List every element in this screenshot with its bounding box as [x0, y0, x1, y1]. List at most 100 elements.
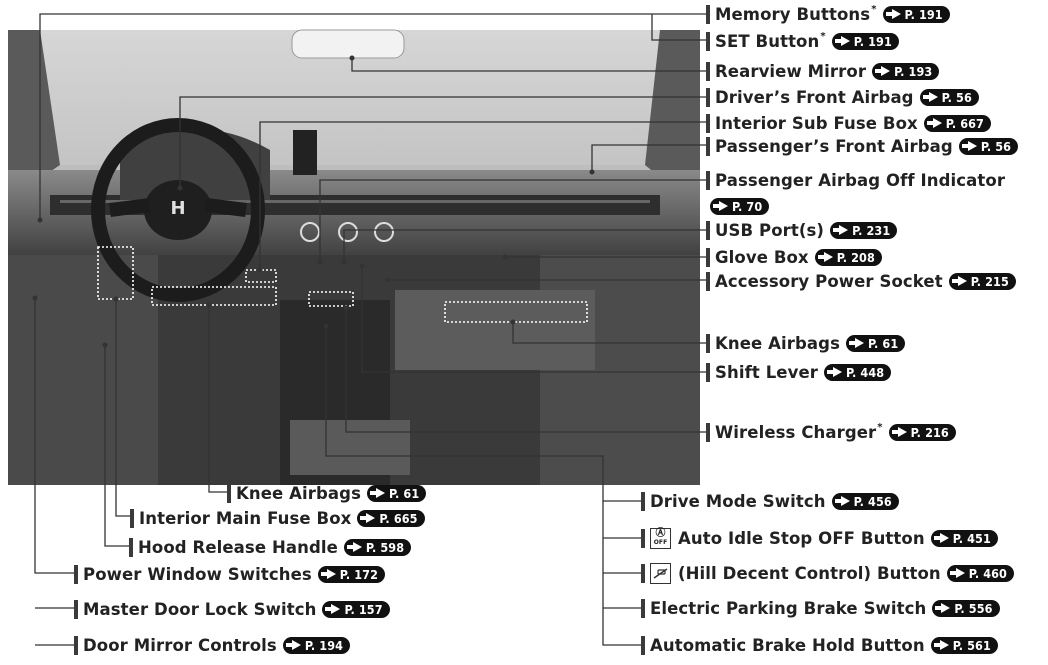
page-ref-text: P. 215	[970, 273, 1009, 289]
page-ref-link[interactable]: P. 215	[948, 272, 1016, 290]
page-ref-link[interactable]: P. 61	[846, 334, 906, 352]
label-text: Master Door Lock Switch	[83, 599, 317, 619]
label-wireless-charger: Wireless Charger* P. 216	[706, 421, 956, 443]
arrow-icon-stem	[833, 228, 841, 232]
arrow-icon-stem	[817, 255, 825, 259]
label-knee-airbags-passenger: Knee Airbags P. 61	[706, 332, 906, 354]
arrow-icon-stem	[891, 430, 899, 434]
label-bar	[706, 113, 710, 133]
page-ref-link[interactable]: P. 460	[946, 564, 1014, 582]
label-bar	[706, 333, 710, 353]
arrow-icon	[326, 569, 336, 579]
arrow-icon	[366, 513, 376, 523]
arrow-icon	[928, 92, 938, 102]
label-bar	[641, 491, 645, 511]
page-ref-link[interactable]: P. 191	[831, 32, 899, 50]
label-bar	[130, 508, 134, 528]
arrow-icon	[967, 141, 977, 151]
page-ref-link[interactable]: P. 448	[823, 363, 892, 381]
label-drive-mode-switch: Drive Mode Switch P. 456	[641, 490, 899, 512]
page-ref-link[interactable]: P. 56	[958, 137, 1019, 155]
label-bar	[706, 87, 710, 107]
label-bar	[706, 271, 710, 291]
label-text: Rearview Mirror	[715, 61, 867, 81]
page-ref-link[interactable]: P. 451	[930, 529, 998, 547]
page-ref-text: P. 191	[853, 33, 892, 49]
label-bar	[641, 528, 645, 548]
arrow-icon-stem	[933, 536, 941, 540]
page-ref-link[interactable]: P. 61	[367, 484, 427, 502]
arrow-icon-stem	[926, 121, 934, 125]
page-ref-text: P. 194	[304, 637, 344, 653]
arrow-icon-stem	[834, 499, 842, 503]
arrow-icon-stem	[834, 39, 842, 43]
label-text: Door Mirror Controls	[83, 635, 277, 655]
label-hill-descent-control-button: (Hill Decent Control) Button P. 460	[641, 562, 1014, 584]
label-knee-airbags-driver: Knee Airbags P. 61	[227, 482, 427, 504]
label-text: Wireless Charger	[715, 422, 877, 442]
arrow-icon-stem	[935, 606, 943, 610]
page-ref-link[interactable]: P. 231	[830, 221, 898, 239]
label-bar	[641, 563, 645, 583]
dashboard-photo: H	[8, 29, 700, 485]
hill-descent-icon	[650, 562, 671, 584]
arrow-icon	[291, 640, 301, 650]
page-ref-link[interactable]: P. 56	[919, 88, 979, 106]
icon-glyph: Ⓐ	[655, 528, 666, 539]
page-ref-link[interactable]: P. 667	[923, 114, 991, 132]
label-electric-parking-brake-switch: Electric Parking Brake Switch P. 556	[641, 597, 1000, 619]
label-text: Passenger Airbag Off Indicator	[715, 170, 1006, 190]
page-ref-link[interactable]: P. 157	[322, 600, 390, 618]
arrow-icon	[352, 542, 362, 552]
asterisk: *	[820, 30, 826, 42]
arrow-icon	[855, 338, 864, 348]
asterisk: *	[871, 3, 877, 15]
arrow-icon-stem	[949, 571, 957, 575]
arrow-icon-stem	[922, 95, 930, 99]
page-ref-link[interactable]: P. 208	[814, 248, 882, 266]
arrow-icon	[719, 201, 728, 211]
label-text: Shift Lever	[715, 362, 818, 382]
label-set-button: SET Button* P. 191	[706, 30, 899, 52]
hill-descent-icon-glyph	[653, 568, 667, 579]
page-ref-link[interactable]: P. 216	[888, 423, 956, 441]
page-ref-link[interactable]: P. 561	[930, 636, 998, 654]
arrow-icon	[881, 66, 891, 76]
arrow-icon-stem	[346, 545, 354, 549]
label-text: Electric Parking Brake Switch	[650, 598, 927, 618]
page-ref-link[interactable]: P. 598	[343, 538, 412, 556]
page-ref-link[interactable]: P. 456	[831, 492, 899, 510]
label-interior-sub-fuse-box: Interior Sub Fuse Box P. 667	[706, 112, 991, 134]
label-text: Accessory Power Socket	[715, 271, 943, 291]
page-ref-text: P. 61	[868, 335, 899, 351]
label-bar	[706, 31, 710, 51]
page-ref-text: P. 208	[836, 249, 875, 265]
page-ref-link[interactable]: P. 665	[357, 509, 425, 527]
arrow-icon-stem	[285, 643, 293, 647]
arrow-icon-stem	[933, 643, 941, 647]
page-ref-text: P. 56	[980, 138, 1012, 154]
label-text: Glove Box	[715, 247, 809, 267]
label-passenger-airbag-off-indicator: Passenger Airbag Off Indicator	[706, 169, 1005, 191]
arrow-icon	[891, 9, 901, 19]
page-ref-link[interactable]: P. 194	[282, 636, 351, 654]
label-bar	[129, 537, 133, 557]
label-bar	[74, 635, 78, 655]
label-text: Interior Main Fuse Box	[139, 508, 352, 528]
label-text: (Hill Decent Control) Button	[678, 563, 941, 583]
page-ref-link[interactable]: P. 172	[317, 565, 386, 583]
label-accessory-power-socket: Accessory Power Socket P. 215	[706, 270, 1016, 292]
page-ref-link[interactable]: P. 70	[710, 197, 770, 215]
page-ref-link[interactable]: P. 191	[882, 5, 950, 23]
arrow-icon	[897, 427, 907, 437]
page-ref-link[interactable]: P. 193	[872, 62, 940, 80]
page-ref-text: P. 70	[732, 198, 763, 214]
label-text: Automatic Brake Hold Button	[650, 635, 925, 655]
arrow-icon	[840, 496, 850, 506]
arrow-icon-stem	[885, 12, 893, 16]
page-ref-link[interactable]: P. 556	[932, 599, 1000, 617]
label-bar	[706, 422, 710, 442]
label-text: SET Button	[715, 31, 820, 51]
label-bar	[706, 220, 710, 240]
